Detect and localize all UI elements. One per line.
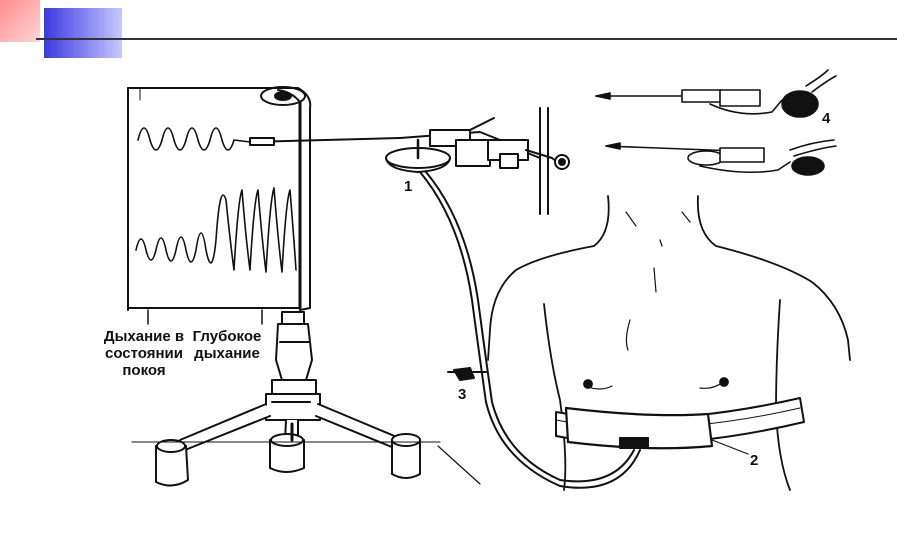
deep-label-line1: Глубокое xyxy=(192,328,262,345)
rest-label-line3: покоя xyxy=(122,362,166,379)
deep-label-line2: дыхание xyxy=(194,345,260,362)
human-torso xyxy=(487,195,851,491)
label-number-4: 4 xyxy=(822,110,831,127)
marey-capsule xyxy=(385,117,570,173)
label-number-1: 1 xyxy=(404,178,413,195)
rest-label-line2: состоянии xyxy=(104,345,184,362)
header-rule xyxy=(36,38,897,40)
decor-square-red xyxy=(0,0,40,42)
deep-breathing-label: Глубокое дыхание xyxy=(182,328,272,362)
rest-breathing-trace xyxy=(137,127,251,151)
recording-needle xyxy=(249,137,401,146)
stylus-with-bulb-lower xyxy=(605,139,837,176)
air-tube xyxy=(419,171,641,489)
stylus-with-bulb-upper xyxy=(595,69,837,118)
rest-label-line1: Дыхание в xyxy=(103,328,185,345)
rest-breathing-label: Дыхание в состоянии покоя xyxy=(88,328,200,379)
tube-clamp xyxy=(447,367,487,381)
deep-breathing-trace xyxy=(135,187,297,273)
kymograph-drum xyxy=(127,86,312,311)
label-number-2: 2 xyxy=(750,452,759,469)
chest-belt-cuff xyxy=(555,397,805,455)
tripod-stand xyxy=(131,311,481,487)
decor-square-blue xyxy=(44,8,122,58)
label-number-3: 3 xyxy=(458,386,467,403)
